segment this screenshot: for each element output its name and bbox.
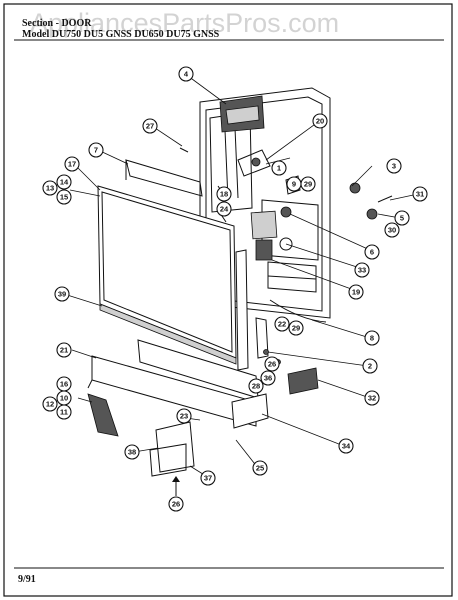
callout-31: 31 — [412, 186, 428, 202]
svg-text:13: 13 — [46, 184, 54, 193]
callout-29b: 29 — [288, 320, 304, 336]
callout-23: 23 — [176, 408, 192, 424]
callout-21: 21 — [56, 342, 72, 358]
svg-text:21: 21 — [60, 346, 68, 355]
callout-12: 12 — [42, 396, 58, 412]
svg-text:9: 9 — [292, 180, 296, 189]
callout-30: 30 — [384, 222, 400, 238]
svg-text:38: 38 — [128, 448, 136, 457]
callout-18: 18 — [216, 186, 232, 202]
arrow-up-icon — [172, 476, 180, 496]
svg-text:19: 19 — [352, 288, 360, 297]
vent-grille — [87, 393, 119, 437]
callout-8: 8 — [364, 330, 380, 346]
callout-22: 22 — [274, 316, 290, 332]
callout-3: 3 — [386, 158, 402, 174]
callout-10: 10 — [56, 390, 72, 406]
svg-text:14: 14 — [60, 178, 69, 187]
callout-15: 15 — [56, 189, 72, 205]
svg-text:15: 15 — [60, 193, 68, 202]
svg-text:25: 25 — [256, 464, 264, 473]
svg-text:36: 36 — [264, 374, 272, 383]
svg-text:37: 37 — [204, 474, 212, 483]
callout-28: 28 — [248, 378, 264, 394]
callout-5: 5 — [394, 210, 410, 226]
svg-text:16: 16 — [60, 380, 68, 389]
callout-19: 19 — [348, 284, 364, 300]
callout-16: 16 — [56, 376, 72, 392]
svg-text:34: 34 — [342, 442, 351, 451]
callout-27: 27 — [142, 118, 158, 134]
svg-text:17: 17 — [68, 160, 76, 169]
svg-text:30: 30 — [388, 226, 396, 235]
model-line: Model DU750 DU5 GNSS DU650 DU75 GNSS — [22, 29, 220, 40]
callout-11: 11 — [56, 404, 72, 420]
callout-24: 24 — [216, 201, 232, 217]
svg-text:26: 26 — [268, 360, 276, 369]
svg-text:22: 22 — [278, 320, 286, 329]
callout-13: 13 — [42, 180, 58, 196]
access-panel-bracket — [287, 367, 319, 395]
door-gasket — [269, 299, 327, 323]
svg-text:3: 3 — [392, 162, 396, 171]
callout-26a: 26 — [264, 356, 280, 372]
callout-2: 2 — [362, 358, 378, 374]
callout-33: 33 — [354, 262, 370, 278]
detergent-dispenser — [250, 206, 293, 261]
door-bottom-trim — [99, 303, 237, 365]
svg-text:23: 23 — [180, 412, 188, 421]
svg-text:6: 6 — [370, 248, 374, 257]
svg-text:20: 20 — [316, 117, 324, 126]
callout-17: 17 — [64, 156, 80, 172]
callout-36: 36 — [260, 370, 276, 386]
svg-text:12: 12 — [46, 400, 54, 409]
callout-34: 34 — [338, 438, 354, 454]
svg-text:32: 32 — [368, 394, 376, 403]
svg-text:27: 27 — [146, 122, 154, 131]
callout-37: 37 — [200, 470, 216, 486]
callout-32: 32 — [364, 390, 380, 406]
svg-text:18: 18 — [220, 190, 228, 199]
callout-1: 1 — [271, 160, 287, 176]
svg-text:10: 10 — [60, 394, 68, 403]
svg-text:1: 1 — [277, 164, 281, 173]
outer-door-panel — [97, 185, 237, 359]
svg-text:28: 28 — [252, 382, 260, 391]
svg-text:24: 24 — [220, 205, 229, 214]
page-border — [3, 3, 453, 597]
door-panel-trim — [125, 159, 203, 197]
callout-38: 38 — [124, 444, 140, 460]
revision-date: 9/91 — [18, 574, 36, 585]
svg-text:5: 5 — [400, 214, 404, 223]
svg-text:29: 29 — [292, 324, 300, 333]
section-title: Section - DOOR — [22, 18, 92, 29]
toe-kick-panel — [87, 339, 269, 429]
svg-text:29: 29 — [304, 180, 312, 189]
callout-9: 9 — [286, 176, 302, 192]
kick-plate-clip — [149, 421, 195, 477]
callout-6: 6 — [364, 244, 380, 260]
door-latch-handle — [219, 95, 265, 133]
svg-text:33: 33 — [358, 266, 366, 275]
svg-text:2: 2 — [368, 362, 372, 371]
callout-26b: 26 — [168, 496, 184, 512]
svg-text:11: 11 — [60, 408, 68, 417]
hinge-arm — [255, 317, 269, 359]
callout-14: 14 — [56, 174, 72, 190]
callout-25: 25 — [252, 460, 268, 476]
svg-text:4: 4 — [184, 70, 189, 79]
callout-4: 4 — [178, 66, 194, 82]
door-side-strip — [235, 249, 249, 371]
svg-text:8: 8 — [370, 334, 374, 343]
callout-7: 7 — [88, 142, 104, 158]
svg-text:31: 31 — [416, 190, 424, 199]
callout-29a: 29 — [300, 176, 316, 192]
svg-text:39: 39 — [58, 290, 66, 299]
svg-text:26: 26 — [172, 500, 180, 509]
callout-20: 20 — [312, 113, 328, 129]
callout-39: 39 — [54, 286, 70, 302]
svg-text:7: 7 — [94, 146, 98, 155]
